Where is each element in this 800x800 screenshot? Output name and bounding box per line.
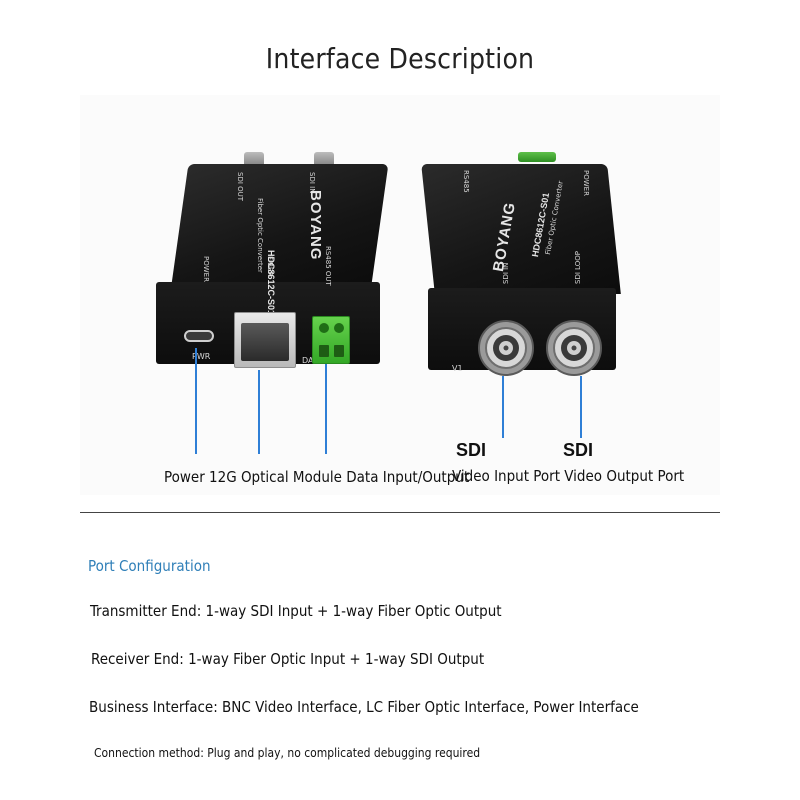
terminal-screw [334, 323, 344, 333]
terminal-hole [319, 345, 329, 357]
callout-line-data [325, 364, 327, 454]
silk-power: POWER [202, 256, 210, 282]
silk-fiber: FIBER [266, 256, 274, 277]
silk-data: DA [302, 356, 314, 365]
silk-rs485: RS485 [462, 170, 470, 193]
section-divider [80, 512, 720, 513]
port-config-title: Port Configuration [88, 557, 211, 575]
silk-sdi-out: SDI OUT [236, 172, 244, 202]
sdi-label-output: SDI [563, 440, 594, 460]
silk-power: POWER [582, 170, 590, 196]
spec-receiver: Receiver End: 1-way Fiber Optic Input + … [91, 650, 485, 668]
brand-logo: BOYANG [307, 190, 324, 261]
silk-pwr: PWR [192, 352, 211, 361]
callout-labels-transmitter: Power 12G Optical Module Data Input/Outp… [164, 468, 470, 486]
device-top-panel [421, 164, 621, 294]
callout-line-optical [258, 370, 260, 454]
callout-line-power [195, 348, 197, 454]
sdi-label-input: SDI [456, 440, 487, 460]
silk-v1: V1 [452, 364, 463, 373]
silk-rs485-out: RS485 OUT [324, 246, 332, 286]
spec-connection-method: Connection method: Plug and play, no com… [94, 746, 481, 760]
bnc-input-connector [478, 320, 534, 376]
transmitter-device: SDI OUT SDI IN HDC8612C-S01 Fiber Optic … [152, 150, 389, 380]
rear-terminal-connector [518, 152, 556, 162]
lc-fiber-port [241, 323, 289, 361]
page-title: Interface Description [265, 42, 535, 75]
sfp-optical-module [234, 312, 296, 368]
terminal-screw [319, 323, 329, 333]
callout-labels-receiver: Video Input Port Video Output Port [452, 467, 685, 485]
terminal-hole [334, 345, 344, 357]
callout-line-video-out [580, 376, 582, 438]
product-subtitle: Fiber Optic Converter [256, 198, 264, 273]
callout-line-video-in [502, 376, 504, 438]
spec-business-interface: Business Interface: BNC Video Interface,… [89, 698, 639, 716]
bnc-output-connector [546, 320, 602, 376]
silk-sdi-in: SDI IN [502, 262, 510, 284]
receiver-device: RS485 POWER BOYANG HDC8612C-S01 Fiber Op… [421, 150, 621, 380]
silk-sdi-loop: SDI LOOP [574, 250, 582, 284]
rs485-terminal-block [312, 316, 350, 364]
spec-transmitter: Transmitter End: 1-way SDI Input + 1-way… [90, 602, 502, 620]
usb-c-power-port [184, 330, 214, 342]
